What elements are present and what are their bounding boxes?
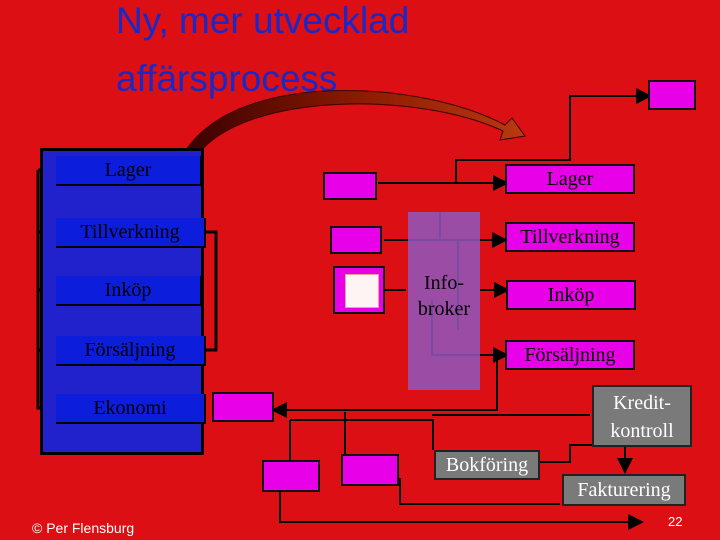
kreditkontroll-box: Kredit- kontroll [592, 385, 692, 447]
left-module-inkop: Inköp [56, 276, 202, 306]
right-module-lager: Lager [505, 164, 635, 194]
left-module-ekonomi: Ekonomi [56, 394, 206, 424]
copyright: © Per Flensburg [32, 520, 135, 536]
infobroker-line-2: broker [417, 298, 471, 320]
infobroker-label: Info- broker [400, 270, 488, 322]
title-line-2: affärsprocess [116, 58, 338, 99]
page-number: 22 [668, 514, 683, 529]
document-thumbnail [345, 274, 379, 308]
left-module-lager: Lager [56, 156, 202, 186]
title-line-1: Ny, mer utvecklad [116, 0, 410, 41]
module-box-2 [330, 226, 382, 254]
left-module-tillverkning: Tillverkning [56, 218, 206, 248]
infobroker-line-1: Info- [424, 272, 464, 294]
fakturering-box: Fakturering [562, 474, 686, 506]
module-box-4 [212, 392, 274, 422]
kredit-line-1: Kredit- [613, 392, 671, 414]
module-box-5 [262, 460, 320, 492]
infobroker-hub [408, 212, 480, 390]
kredit-line-2: kontroll [610, 420, 674, 442]
module-box-1 [323, 172, 377, 200]
right-module-forsaljning: Försäljning [505, 340, 635, 370]
transition-arc [185, 90, 526, 153]
page-title: Ny, mer utvecklad affärsprocess [116, 0, 536, 108]
left-module-forsaljning: Försäljning [56, 336, 206, 366]
right-module-tillverkning: Tillverkning [505, 222, 635, 252]
module-box-6 [341, 454, 399, 486]
right-module-inkop: Inköp [506, 280, 636, 310]
module-box-top-right [648, 80, 696, 110]
bokforing-box: Bokföring [434, 450, 540, 480]
